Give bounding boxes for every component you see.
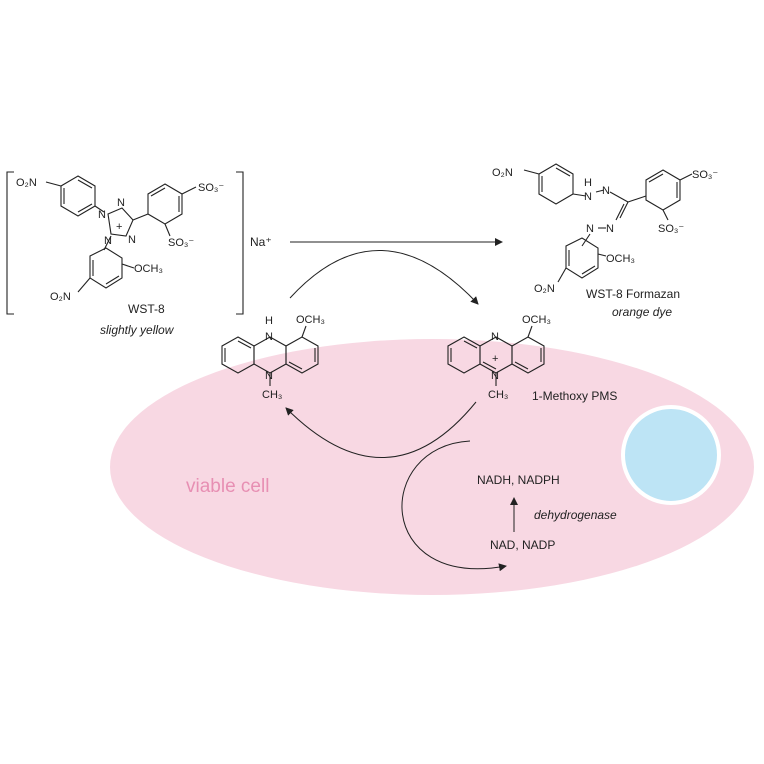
upper-cycle-arrow — [289, 250, 479, 305]
reduced-mpms-bond — [301, 325, 307, 338]
mpms-bond — [527, 325, 533, 338]
mpms-n-bottom: N — [491, 370, 499, 382]
formazan-bond — [557, 267, 567, 283]
wst8-so3-a: SO₃⁻ — [198, 182, 224, 194]
wst8-bond — [181, 186, 197, 195]
wst8-n2: N — [117, 197, 125, 209]
wst8-structure: O₂N N N + N N SO₃⁻ SO₃⁻ OCH₃ O₂N WST-8 s… — [6, 171, 244, 337]
wst8-nitrophenyl-ring-top — [60, 175, 96, 217]
formazan-n3: N — [586, 223, 594, 235]
formazan-o2n-bottom: O₂N — [534, 283, 555, 295]
formazan-bond — [627, 195, 647, 203]
sodium-counterion: Na⁺ — [250, 235, 272, 249]
mpms-plus: + — [492, 353, 498, 365]
formazan-h: H — [584, 177, 592, 189]
left-bracket — [6, 171, 14, 315]
wst8-plus: + — [116, 221, 122, 233]
formazan-och3: OCH₃ — [606, 253, 635, 265]
wst8-o2n-top: O₂N — [16, 177, 37, 189]
reduced-mpms-inner-bond — [288, 361, 303, 370]
wst8-name: WST-8 — [128, 302, 165, 316]
formazan-name: WST-8 Formazan — [586, 287, 680, 301]
formazan-ring-inner-bond — [581, 265, 596, 275]
wst8-so3-b: SO₃⁻ — [168, 237, 194, 249]
reduced-mpms-och3: OCH₃ — [296, 314, 325, 326]
formazan-bond — [572, 193, 587, 197]
wst8-n1: N — [98, 209, 106, 221]
wst8-o2n-bottom: O₂N — [50, 291, 71, 303]
wst8-ring-inner-bond — [105, 275, 120, 285]
cell-label: viable cell — [186, 476, 269, 497]
formazan-o2n-top: O₂N — [492, 167, 513, 179]
formazan-nitrophenyl-ring — [538, 163, 574, 205]
mpms-ch3: CH₃ — [488, 389, 508, 401]
formazan-bond — [615, 203, 625, 221]
wst8-methoxyphenyl-ring — [89, 247, 123, 289]
nadh-label: NADH, NADPH — [477, 473, 560, 487]
cell-cytoplasm — [110, 339, 754, 595]
nad-label: NAD, NADP — [490, 538, 555, 552]
cell-nucleus — [621, 405, 721, 505]
wst8-n3: N — [104, 235, 112, 247]
viable-cell: viable cell — [110, 339, 754, 595]
wst8-tetrazolium-ring — [107, 207, 134, 237]
mpms-ring-right — [511, 336, 545, 374]
right-bracket — [236, 171, 244, 315]
mpms-structure: N + OCH₃ N CH₃ 1-Methoxy PMS — [447, 314, 617, 403]
formazan-bond — [595, 189, 605, 193]
reduced-mpms-ch3: CH₃ — [262, 389, 282, 401]
mpms-inner-bond — [514, 361, 529, 370]
wst8-n4: N — [128, 234, 136, 246]
lower-cycle-arrow — [285, 401, 477, 458]
wst8-bond — [121, 263, 135, 269]
wst8-bond — [164, 223, 171, 237]
wst8-bond — [77, 277, 91, 293]
formazan-n4: N — [606, 223, 614, 235]
reduced-mpms-inner-bond — [237, 340, 252, 349]
formazan-bond — [679, 173, 693, 181]
dehydrogenase-label: dehydrogenase — [534, 508, 617, 522]
reduced-mpms-n-top: N — [265, 331, 273, 343]
mpms-och3: OCH₃ — [522, 314, 551, 326]
formazan-bond — [619, 201, 629, 219]
wst8-och3: OCH₃ — [134, 263, 163, 275]
formazan-n1: N — [584, 191, 592, 203]
wst8-bond — [103, 235, 112, 251]
wst8-ring-inner-bond — [77, 179, 93, 189]
nadh-cycle-arrow — [401, 440, 507, 572]
reduced-mpms-h: H — [265, 315, 273, 327]
mpms-name: 1-Methoxy PMS — [532, 389, 617, 403]
wst8-bond — [132, 213, 149, 221]
wst8-ring-inner-bond — [77, 203, 93, 213]
mpms-inner-bond — [463, 340, 478, 349]
formazan-ring-inner-bond — [648, 173, 664, 183]
reduced-mpms-n-bottom: N — [265, 370, 273, 382]
formazan-bond — [609, 191, 629, 203]
formazan-structure: O₂N H N N N N SO₃⁻ SO₃⁻ OCH₃ O₂N WST-8 F… — [492, 163, 718, 319]
formazan-ring-inner-bond — [555, 167, 571, 177]
formazan-methoxyphenyl-ring — [565, 237, 599, 279]
formazan-description: orange dye — [612, 305, 672, 319]
reduced-mpms-structure: H N OCH₃ N CH₃ — [221, 314, 325, 401]
mpms-inner-bond — [482, 361, 497, 370]
wst8-ring-inner-bond — [150, 187, 166, 197]
mpms-n-top: N — [491, 331, 499, 343]
reduced-mpms-ring-right — [285, 336, 319, 374]
wst8-description: slightly yellow — [100, 323, 175, 337]
wst8-bond — [45, 181, 62, 187]
formazan-bond — [662, 209, 669, 221]
wst8-sulfophenyl-ring — [147, 183, 183, 225]
formazan-so3-a: SO₃⁻ — [692, 169, 718, 181]
formazan-bond — [523, 169, 540, 175]
formazan-sulfophenyl-ring — [645, 169, 681, 211]
formazan-so3-b: SO₃⁻ — [658, 223, 684, 235]
formazan-bond — [597, 253, 607, 257]
formazan-n2: N — [602, 185, 610, 197]
wst8-bond — [94, 205, 105, 213]
